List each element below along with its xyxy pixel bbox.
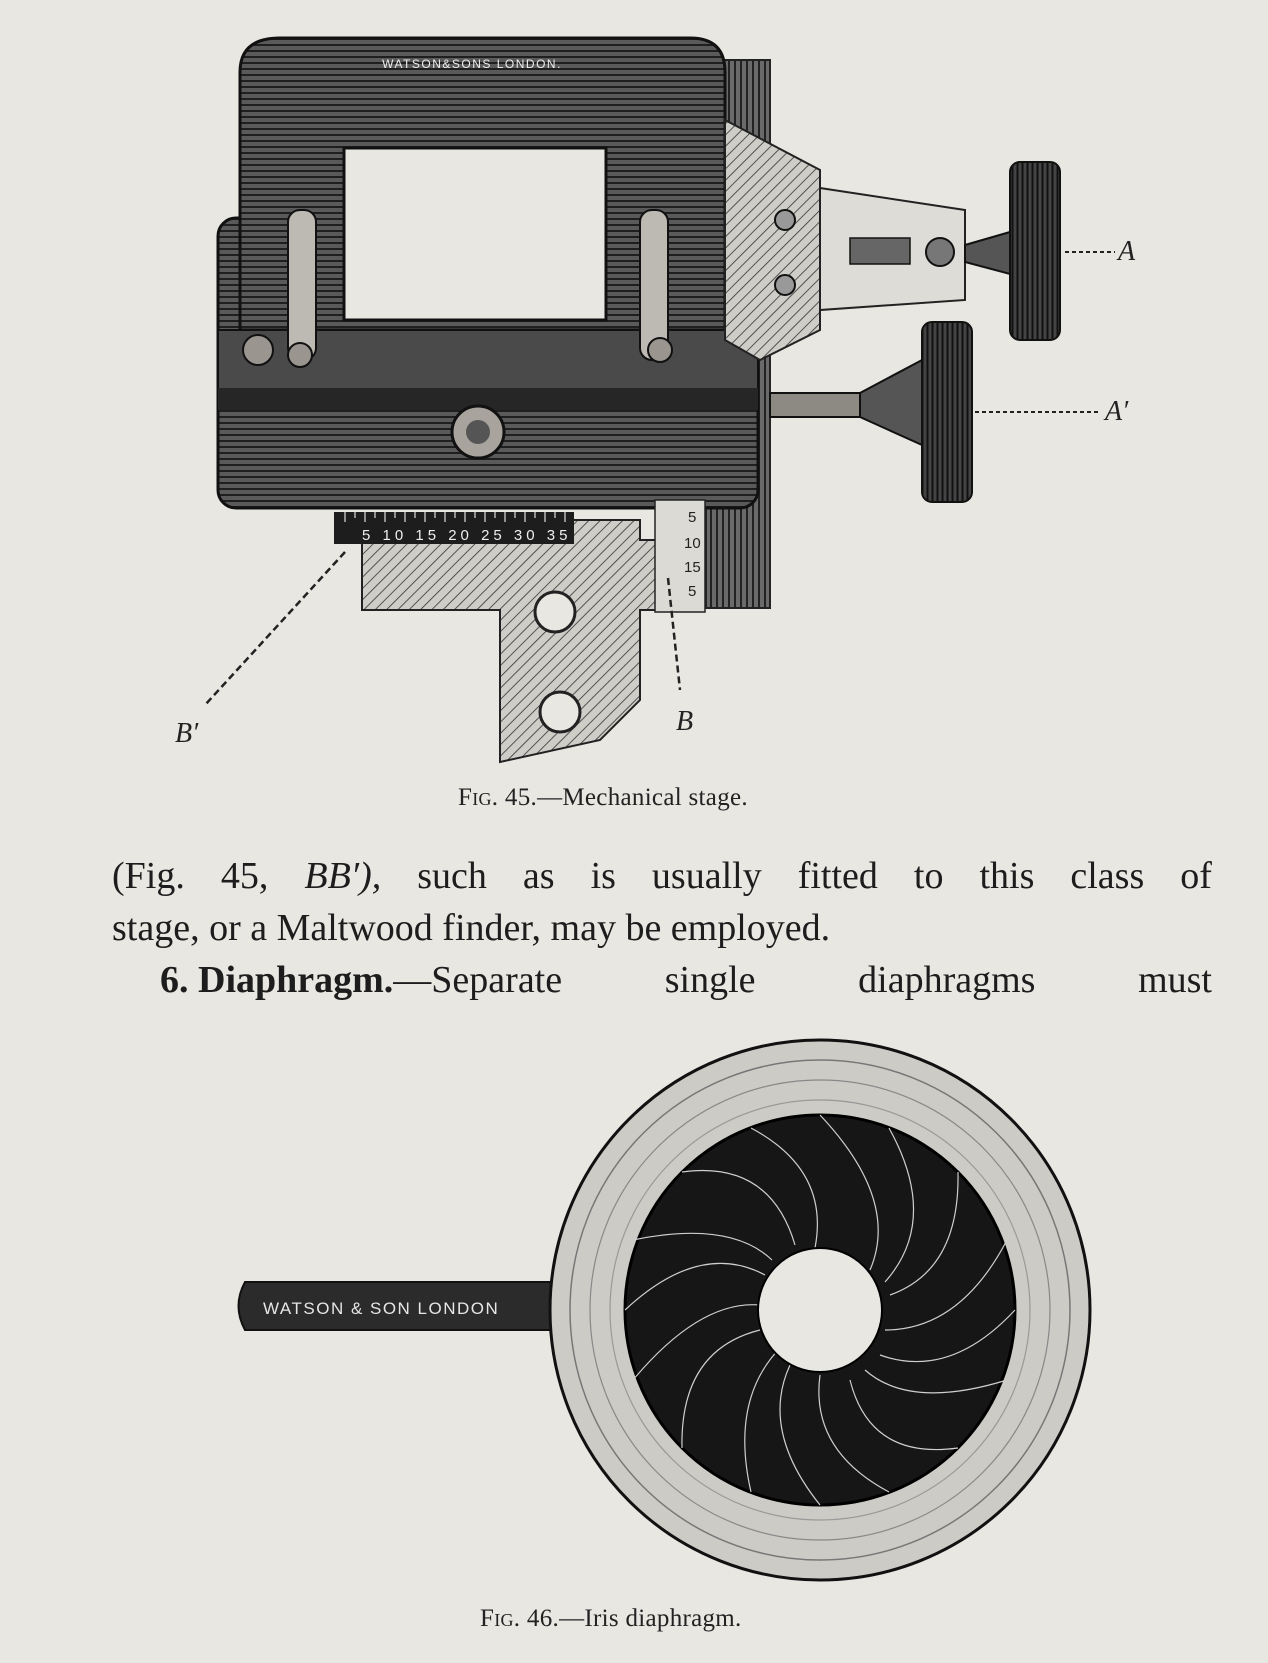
scale-b-num-2: 10 [684,535,701,552]
scale-b-prime-numbers: 5 10 15 20 25 30 35 [362,527,571,544]
leader-b-prime [204,551,346,706]
body-line-1: (Fig. 45, BB′), such as is usually fitte… [112,850,1212,902]
blade-edges [624,1114,1016,1506]
center-knob-core [466,420,490,444]
knob-a-prime [921,321,973,503]
figure-45-mechanical-stage: WATSON&SONS LONDON. A A′ [175,36,1136,764]
word: as [522,855,555,897]
ring-line-3 [609,1099,1031,1521]
body-line-2-text: stage, or a Maltwood finder, may be empl… [112,907,831,949]
scale-b-num-4: 5 [688,583,696,600]
handle-text: WATSON & SON LONDON [263,1299,499,1318]
ring-line-1 [569,1059,1071,1561]
scale-b-prime-ticks [344,512,566,522]
body-paragraph: (Fig. 45, BB′), such as is usually fitte… [112,850,1212,1006]
scale-b-prime [334,512,574,544]
arm-screw-upper [774,209,796,231]
word: (Fig. [112,855,185,897]
word: single [664,959,756,1001]
figure-46-iris-diaphragm: WATSON & SON LONDON [237,1038,1092,1582]
scale-b-num-1: 5 [688,509,696,526]
leader-b [666,577,682,691]
word: 45, [220,855,269,897]
word: diaphragms [858,959,1036,1001]
word: to [913,855,944,897]
ring-line-2 [589,1079,1051,1541]
word: —Separate [393,959,563,1001]
iris-handle [237,1281,561,1331]
maker-plate-text: WATSON&SONS LONDON. [382,57,562,71]
plate-hole-upper [533,590,577,634]
word: usually [651,855,762,897]
word: such [417,855,487,897]
word: must [1138,959,1212,1001]
word: of [1180,855,1212,897]
section-heading-diaphragm: 6. Diaphragm. [160,959,394,1001]
knob-a-prime-flare [859,358,923,447]
crossbar-shadow [218,388,758,410]
label-b-prime: B′ [175,718,199,749]
scale-b [654,499,706,613]
label-a-prime: A′ [1103,396,1129,427]
word: this [979,855,1035,897]
coil-spring [849,237,911,265]
screw-left [242,334,274,366]
fine-adjust-arm [724,118,821,362]
knob-a [1009,161,1061,341]
iris-aperture [757,1247,883,1373]
screw-left-clip [287,342,313,368]
slide-clip-left [287,209,317,361]
body-line-2: stage, or a Maltwood finder, may be empl… [112,902,1212,954]
spring-ball [925,237,955,267]
slide-clip-right [639,209,669,361]
caption-46-fig: Fig. [480,1605,521,1632]
word: fitted [797,855,878,897]
line-3-start: 6. Diaphragm.—Separate [160,954,562,1006]
word: class [1070,855,1145,897]
figure-45-caption: Fig. 45.—Mechanical stage. [458,784,748,812]
frame-opening [342,146,608,322]
label-b: B [676,706,693,737]
arm-screw-lower [774,274,796,296]
scale-b-num-3: 15 [684,559,701,576]
label-a: A [1116,236,1136,267]
screw-right-clip [647,337,673,363]
caption-45-fig: Fig. [458,784,499,811]
plate-hole-lower [538,690,582,734]
word: is [590,855,616,897]
caption-45-text: 45.—Mechanical stage. [504,784,748,811]
lower-slide-plate [361,519,701,764]
figure-46-caption: Fig. 46.—Iris diaphragm. [480,1605,742,1633]
caption-46-text: 46.—Iris diaphragm. [526,1605,742,1632]
word: BB′), [304,855,382,897]
knob-a-stem [964,230,1011,276]
body-line-3: 6. Diaphragm.—Separate single diaphragms… [112,954,1212,1006]
